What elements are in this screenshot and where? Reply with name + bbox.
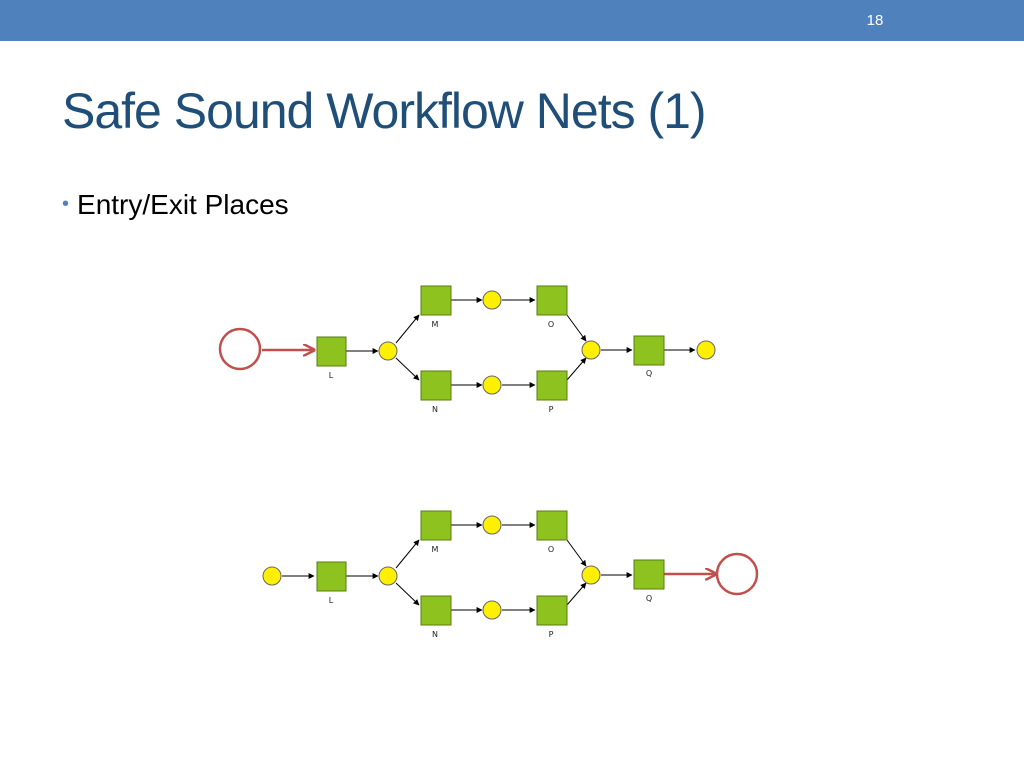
- label-n: N: [432, 630, 438, 639]
- label-n: N: [432, 405, 438, 414]
- arc-o-out: [566, 314, 587, 342]
- arc-p-out: [566, 582, 587, 606]
- arc-to-n: [395, 582, 420, 606]
- slide-title: Safe Sound Workflow Nets (1): [62, 83, 707, 139]
- label-q: Q: [646, 594, 652, 603]
- label-o: O: [548, 545, 554, 554]
- transition-q: [633, 559, 665, 590]
- transition-p: [536, 370, 568, 401]
- label-q: Q: [646, 369, 652, 378]
- place-after-m: [482, 290, 502, 310]
- place-before-q: [581, 565, 601, 585]
- transition-m: [420, 510, 452, 541]
- exit-place: [696, 340, 716, 360]
- transition-n: [420, 370, 452, 401]
- slide-number: 18: [866, 12, 884, 29]
- header-bar: 18: [0, 0, 1024, 41]
- arc-to-m: [395, 539, 420, 569]
- place-before-q: [581, 340, 601, 360]
- label-p: P: [549, 630, 554, 639]
- label-m: M: [432, 320, 439, 329]
- bullet-dot-icon: •: [62, 193, 70, 215]
- transition-o: [536, 510, 568, 541]
- place-after-m: [482, 515, 502, 535]
- label-p: P: [549, 405, 554, 414]
- bullet-item: • Entry/Exit Places: [62, 189, 289, 221]
- transition-q: [633, 335, 665, 366]
- workflow-net-2: L M N O P Q: [262, 510, 759, 639]
- transition-o: [536, 285, 568, 316]
- place-after-l: [378, 566, 398, 586]
- place-after-n: [482, 600, 502, 620]
- transition-l: [316, 561, 347, 592]
- transition-m: [420, 285, 452, 316]
- place-after-n: [482, 375, 502, 395]
- transition-p: [536, 595, 568, 626]
- arc-p-out: [566, 357, 587, 381]
- workflow-net-1: L M N O P Q: [218, 285, 716, 414]
- label-m: M: [432, 545, 439, 554]
- arc-to-m: [395, 314, 420, 344]
- transition-n: [420, 595, 452, 626]
- arc-o-out: [566, 539, 587, 567]
- exit-place-highlight: [715, 552, 759, 596]
- place-after-l: [378, 341, 398, 361]
- transition-l: [316, 336, 347, 367]
- entry-place-highlight: [218, 327, 262, 371]
- arc-to-n: [395, 357, 420, 381]
- bullet-text: Entry/Exit Places: [77, 189, 289, 220]
- label-l: L: [329, 596, 334, 605]
- label-l: L: [329, 371, 334, 380]
- entry-place: [262, 566, 282, 586]
- label-o: O: [548, 320, 554, 329]
